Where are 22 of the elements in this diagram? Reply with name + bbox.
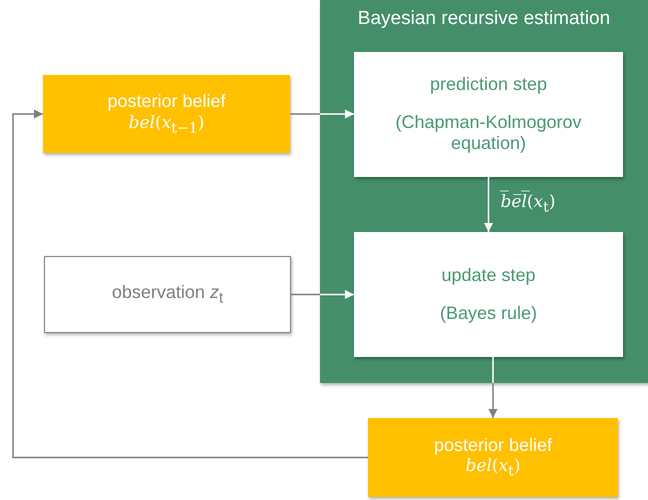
observation-box — [44, 256, 291, 333]
step-box — [354, 232, 623, 357]
step-box — [354, 52, 623, 177]
arrow — [484, 177, 493, 232]
arrow — [290, 110, 354, 118]
edge-label: b̅e̅l̅(x$_{t}$) — [498, 192, 558, 215]
formula: bel(x$_{t−1}$) — [128, 112, 204, 137]
arrow — [291, 290, 354, 299]
panel-title: Bayesian recursive estimation — [358, 8, 610, 31]
node-title: observation z$_{t}$ — [112, 282, 224, 308]
node-title: update step — [441, 264, 536, 286]
formula: bel(x$_{t}$) — [466, 456, 520, 480]
belief-box — [368, 418, 618, 497]
node-title: posterior belief — [107, 91, 226, 113]
arrow — [488, 357, 498, 418]
belief-box — [43, 75, 290, 153]
node-title: prediction step — [430, 74, 548, 96]
node-title: posterior belief — [434, 434, 552, 456]
estimation-panel — [320, 0, 648, 383]
arrow — [12, 110, 368, 458]
node-subtitle: (Chapman-Kolmogorov equation) — [394, 112, 583, 155]
node-subtitle: (Bayes rule) — [440, 302, 538, 324]
